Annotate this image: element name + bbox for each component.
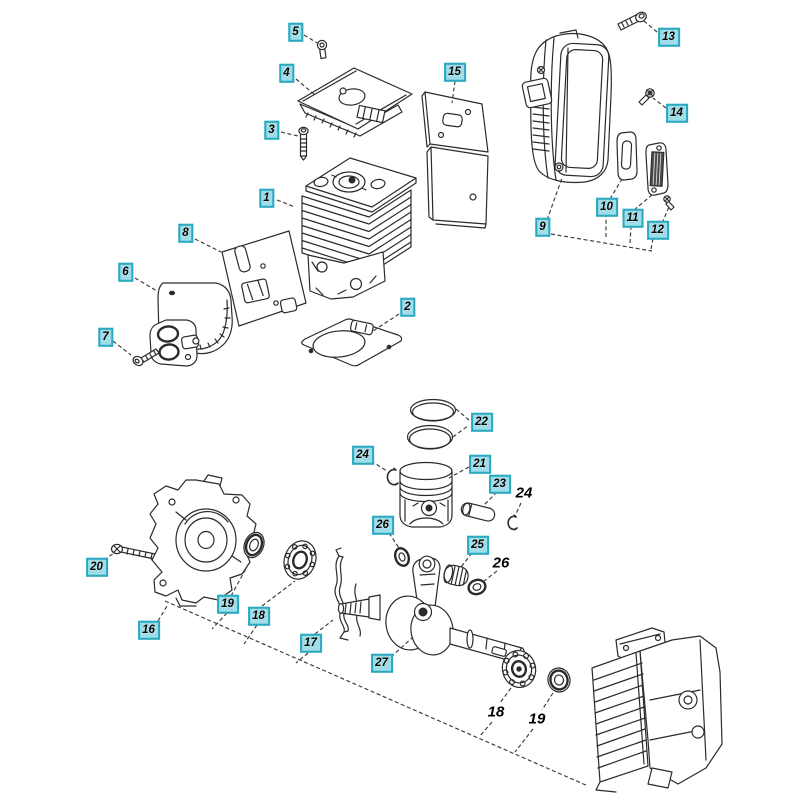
part-callout-18-ref: 18 (487, 703, 505, 721)
part-6-cover (150, 283, 232, 366)
part-callout-8[interactable]: 8 (178, 223, 194, 243)
part-23-wrist-pin (460, 502, 496, 523)
part-callout-9[interactable]: 9 (535, 217, 551, 237)
part-callout-1[interactable]: 1 (259, 188, 275, 208)
part-22-piston-rings (408, 400, 456, 450)
part-callout-4[interactable]: 4 (279, 63, 295, 83)
part-19-seal-left (240, 529, 267, 560)
part-callout-6[interactable]: 6 (118, 262, 134, 282)
part-2-base-gasket (302, 319, 402, 366)
part-callout-24-ref: 24 (515, 484, 533, 502)
part-callout-10[interactable]: 10 (596, 197, 618, 217)
part-27-crankshaft (338, 556, 524, 664)
part-20-screw (112, 544, 165, 560)
part-callout-17[interactable]: 17 (300, 633, 322, 653)
part-callout-2[interactable]: 2 (400, 297, 416, 317)
part-callout-5[interactable]: 5 (288, 22, 304, 42)
part-13-bolt (618, 11, 648, 30)
part-crankcase-right (592, 628, 722, 792)
part-callout-21[interactable]: 21 (469, 454, 491, 474)
part-callout-19[interactable]: 19 (217, 594, 239, 614)
part-callout-12[interactable]: 12 (647, 220, 669, 240)
part-11-deflector (646, 143, 668, 195)
part-callout-27[interactable]: 27 (371, 653, 393, 673)
part-callout-15[interactable]: 15 (444, 62, 466, 82)
part-callout-26[interactable]: 26 (372, 515, 394, 535)
part-3-screw (299, 127, 308, 160)
part-16-crankcase-left (150, 475, 256, 606)
part-18-bearing-right (499, 647, 540, 691)
part-callout-16[interactable]: 16 (138, 620, 160, 640)
part-4-cylinder-cover (298, 68, 412, 137)
part-26-washer-right (467, 578, 487, 597)
part-callout-19-ref: 19 (528, 710, 546, 728)
part-callout-24[interactable]: 24 (352, 445, 374, 465)
part-1-cylinder (302, 158, 416, 299)
part-callout-25[interactable]: 25 (467, 535, 489, 555)
part-5-screw (317, 40, 326, 58)
part-8-gasket (222, 231, 306, 326)
part-callout-26-ref: 26 (492, 554, 510, 572)
part-callout-23[interactable]: 23 (489, 474, 511, 494)
part-26-washer-left (393, 546, 411, 567)
part-callout-13[interactable]: 13 (658, 27, 680, 47)
part-callout-22[interactable]: 22 (471, 412, 493, 432)
part-callout-7[interactable]: 7 (98, 327, 114, 347)
part-10-gasket (617, 132, 637, 180)
part-callout-20[interactable]: 20 (86, 557, 108, 577)
part-callout-14[interactable]: 14 (666, 103, 688, 123)
part-21-piston (400, 463, 452, 528)
part-19-seal-right (545, 666, 572, 695)
part-callout-3[interactable]: 3 (264, 120, 280, 140)
part-7-screw (131, 349, 159, 367)
part-25-needle-bearing (442, 564, 469, 588)
part-9-muffler (522, 30, 612, 183)
part-24-circlip-left (387, 468, 398, 485)
part-14-screw (639, 89, 654, 105)
part-18-bearing-left (279, 536, 321, 583)
part-15-heat-shield (422, 92, 488, 228)
part-callout-11[interactable]: 11 (622, 208, 644, 228)
part-12-screw (664, 196, 674, 210)
part-callout-18[interactable]: 18 (248, 606, 270, 626)
